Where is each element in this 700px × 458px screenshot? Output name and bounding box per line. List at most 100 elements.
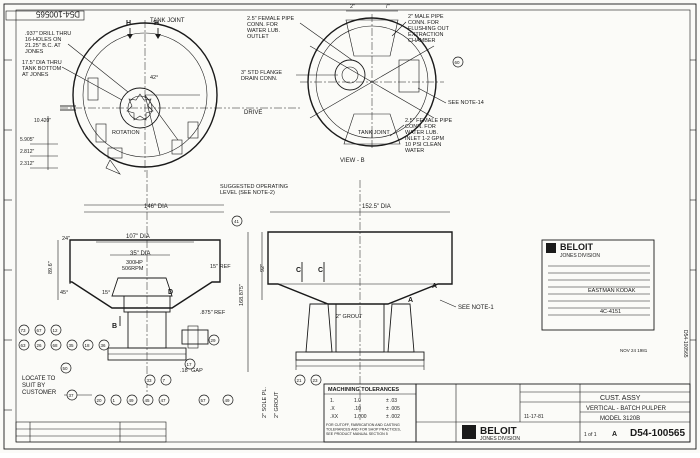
tol-row-2-col-2: .10 — [354, 406, 361, 412]
balloon-d: 63 — [21, 343, 27, 348]
dia-35: 35" DIA — [130, 251, 150, 257]
proposal-block: BELOIT JONES DIVISION EASTMAN KODAK 4C-4… — [541, 239, 655, 331]
angle-15: 15° — [102, 290, 110, 296]
section-letter-c1: C — [296, 267, 301, 274]
top-plan-view: H H TANK JOINT 42° ROTATION .937" DRILL … — [20, 18, 230, 175]
dia-152-5: 152.5" DIA — [362, 204, 391, 210]
rotation-label: ROTATION — [112, 130, 140, 136]
gap-label: .18" GAP — [180, 368, 203, 374]
dim-2-812: 2.812" — [20, 149, 35, 155]
tol-row-3-col-1: .XX — [330, 414, 339, 420]
dia-107: 107" DIA — [126, 234, 150, 240]
female-pipe-top-note: 2.5" FEMALE PIPE CONN. FOR WATER LUB. OU… — [247, 16, 296, 40]
see-note-1: SEE NOTE-1 — [458, 305, 494, 311]
top-angle-label: 42° — [150, 75, 158, 81]
tol-row-1-col-3: ± .03 — [386, 398, 397, 404]
section-letter-d: D — [168, 289, 173, 296]
top-tank-joint-label: TANK JOINT — [150, 18, 185, 24]
balloon-x: 23 — [313, 378, 319, 383]
balloon-q: 45 — [145, 398, 151, 403]
balloon-n: 20 — [97, 398, 103, 403]
view-b-dim-2: 2" — [350, 4, 355, 10]
balloon-s: 57 — [201, 398, 207, 403]
dia-146: 146" DIA — [144, 204, 168, 210]
serial-number: 4C-4151 — [600, 309, 621, 315]
balloon-m: 7 — [163, 378, 166, 383]
customer-title: CUST. ASSY — [600, 395, 641, 402]
operating-level-note: SUGGESTED OPERATING LEVEL (SEE NOTE-2) — [220, 184, 290, 196]
section-letter-a2: A — [432, 283, 437, 290]
revision-date: NOV 24 1981 — [620, 348, 648, 353]
tol-row-3-col-2: 1.000 — [354, 414, 367, 420]
section-letter-b: B — [112, 323, 117, 330]
beloit-logo-icon — [462, 425, 476, 439]
ref-875: .875" REF — [200, 310, 226, 316]
front-elevation: SUGGESTED OPERATING LEVEL (SEE NOTE-2) 1… — [22, 170, 290, 400]
tol-row-1-col-2: 1.0 — [354, 398, 361, 404]
balloon-r: 47 — [161, 398, 167, 403]
tol-row-3-col-3: ± .002 — [386, 414, 400, 420]
ref-15: 15" REF — [210, 264, 231, 270]
tol-row-1-col-1: 1. — [330, 398, 334, 404]
balloon-k: 37 — [69, 393, 75, 398]
side-elevation: 152.5" DIA C C A A 2" GROUT 168.875" 92"… — [239, 180, 494, 420]
height-89-6: 89.6" — [48, 261, 54, 274]
company-name: BELOIT — [480, 426, 517, 437]
tol-row-2-col-3: ± .005 — [386, 406, 400, 412]
view-b-dim-7: 7" — [385, 4, 390, 10]
main-title-block: BELOIT JONES DIVISION CUST. ASSY VERTICA… — [415, 383, 691, 443]
see-note-14: SEE NOTE-14 — [448, 100, 484, 106]
tolerance-table: MACHINING TOLERANCES 1. 1.0 ± .03 .X .10… — [323, 383, 417, 443]
side-grout-2: 2" GROUT — [336, 314, 363, 320]
section-letter-h2: H — [154, 20, 159, 27]
ship-date: 11-17-81 — [524, 414, 544, 420]
balloon-p: 49 — [129, 398, 135, 403]
balloon-t: 49 — [225, 398, 231, 403]
tol-row-2-col-1: .X — [330, 406, 335, 412]
inner-border — [15, 9, 691, 443]
sheet-number: 1 of 1 — [584, 432, 597, 438]
rotated-drawing-number: D54-100565 — [35, 10, 80, 19]
corner-drawing-number: D54-100565 — [5, 10, 85, 21]
view-b-label: VIEW - B — [340, 158, 365, 164]
balloon-f: 68 — [53, 343, 59, 348]
view-b: 2" 7" 2.5" FEMALE PIPE CONN. FOR WATER L… — [232, 4, 484, 164]
section-letter-h1: H — [126, 20, 131, 27]
sole-plate-label: 2" SOLE PL. — [262, 387, 268, 418]
balloon-w: 21 — [297, 378, 303, 383]
balloon-h: 18 — [85, 343, 91, 348]
outer-border — [3, 3, 697, 450]
balloon-b: 67 — [37, 328, 43, 333]
revision-table — [15, 421, 167, 443]
dim-2-312: 2.312" — [20, 161, 35, 167]
balloon-a: 73 — [21, 328, 27, 333]
revision-letter: A — [612, 431, 617, 438]
balloon-l: 33 — [147, 378, 153, 383]
side-drawing-number: D54-100565 — [682, 330, 688, 358]
tank-bottom-note: 17.5" DIA THRU TANK BOTTOM AT JONES — [22, 60, 63, 78]
tolerance-heading: MACHINING TOLERANCES — [328, 387, 399, 393]
dim-5-905: 5.905" — [20, 137, 35, 143]
motor-speed-label: 300HP 506RPM — [122, 260, 144, 272]
height-92: 92" — [260, 264, 266, 272]
locate-note: LOCATE TO SUIT BY CUSTOMER — [22, 376, 57, 396]
company-division: JONES DIVISION — [480, 436, 520, 442]
height-168-875: 168.875" — [239, 284, 245, 306]
balloon-g: 35 — [69, 343, 75, 348]
section-letter-c2: C — [318, 267, 323, 274]
balloon-view-b: 60 — [455, 60, 461, 65]
flange-note: 3" STD FLANGE DRAIN CONN. — [241, 70, 284, 82]
grout-label: 2" GROUT — [274, 391, 280, 418]
balloon-i: 36 — [101, 343, 107, 348]
balloon-41: 41 — [234, 219, 240, 224]
balloon-j: 50 — [63, 366, 69, 371]
balloon-c: 12 — [53, 328, 59, 333]
proposal-division: JONES DIVISION — [560, 253, 600, 259]
height-24: 24" — [62, 236, 70, 242]
angle-45: 45° — [60, 290, 68, 296]
balloon-u: 17 — [187, 362, 193, 367]
balloon-o: 1 — [113, 398, 116, 403]
drive-label: DRIVE — [244, 110, 262, 116]
balloon-e: 26 — [37, 343, 43, 348]
